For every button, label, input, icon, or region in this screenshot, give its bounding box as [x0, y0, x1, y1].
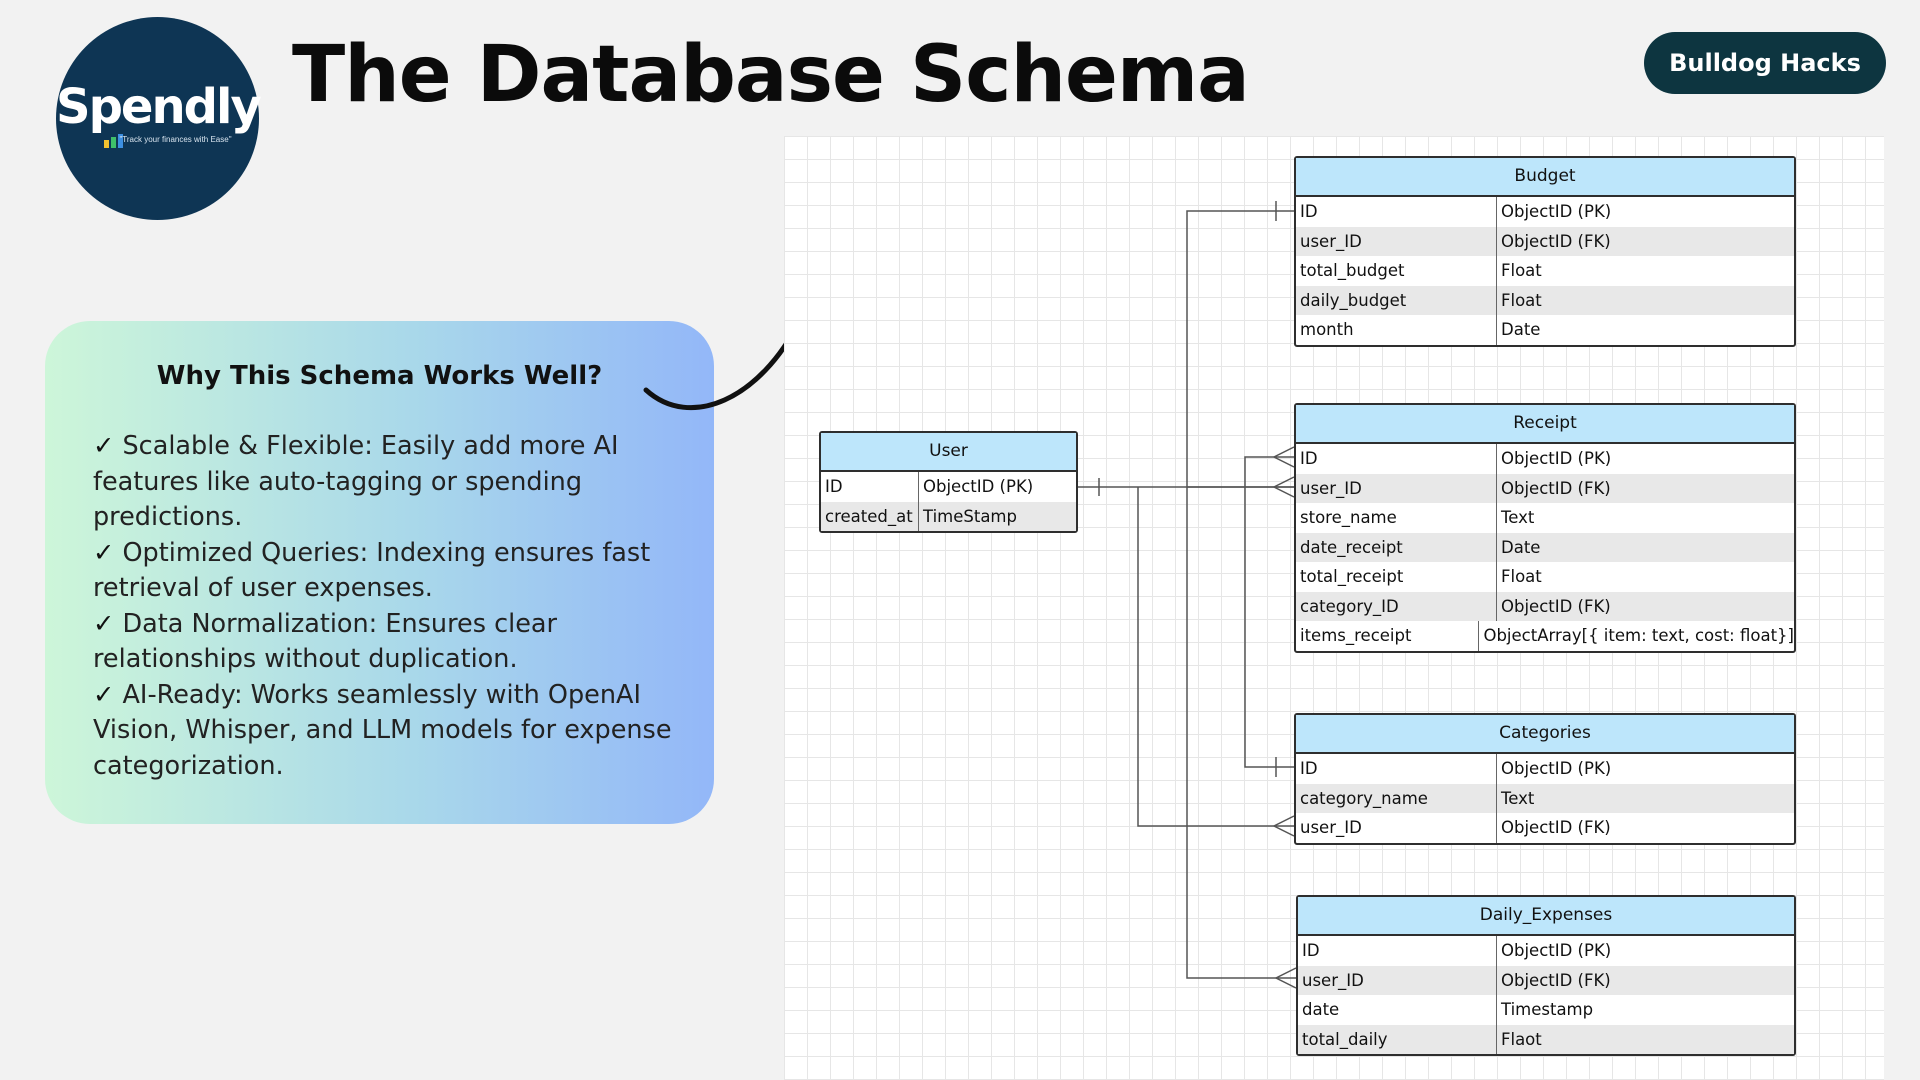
- field-type: ObjectID (PK): [1501, 759, 1612, 778]
- info-card-title: Why This Schema Works Well?: [156, 361, 603, 391]
- checkmark-icon: ✓: [93, 608, 115, 639]
- field-type: ObjectID (PK): [1501, 449, 1612, 468]
- field-type: Float: [1501, 567, 1542, 586]
- field-name: date_receipt: [1296, 532, 1497, 562]
- field-type: TimeStamp: [923, 506, 1017, 526]
- field-type: Float: [1501, 261, 1542, 280]
- field-type: ObjectID (FK): [1501, 478, 1611, 498]
- info-point: ✓ AI-Ready: Works seamlessly with OpenAI…: [93, 679, 672, 781]
- field-type: ObjectArray[{ item: text, cost: float}]: [1483, 626, 1794, 645]
- field-name: total_daily: [1298, 1024, 1497, 1054]
- field-type: ObjectID (PK): [1501, 202, 1612, 221]
- field-type: Flaot: [1501, 1029, 1542, 1049]
- entity-header: Categories: [1296, 715, 1794, 754]
- logo-wordmark: Spendly: [56, 79, 262, 135]
- info-point: ✓ Optimized Queries: Indexing ensures fa…: [93, 537, 651, 604]
- field-type: ObjectID (FK): [1501, 970, 1611, 990]
- field-name: category_ID: [1296, 591, 1497, 621]
- field-name: user_ID: [1296, 813, 1497, 843]
- entity-header: Budget: [1296, 158, 1794, 197]
- logo-tagline: "Track your finances with Ease": [119, 135, 232, 144]
- info-point: ✓ Scalable & Flexible: Easily add more A…: [93, 431, 619, 532]
- field-type: Timestamp: [1501, 1000, 1594, 1019]
- info-card: Why This Schema Works Well? ✓ Scalable &…: [45, 321, 714, 824]
- field-name: ID: [821, 472, 919, 502]
- field-name: ID: [1296, 754, 1497, 784]
- field-name: total_budget: [1296, 256, 1497, 286]
- field-name: user_ID: [1296, 226, 1497, 256]
- bulldog-hacks-badge[interactable]: Bulldog Hacks: [1644, 32, 1886, 94]
- field-type: Date: [1501, 320, 1541, 339]
- field-name: ID: [1296, 444, 1497, 474]
- field-name: ID: [1296, 197, 1497, 227]
- field-name: ID: [1298, 936, 1497, 966]
- spendly-logo: Spendly "Track your finances with Ease": [56, 17, 262, 220]
- field-type: Text: [1501, 508, 1535, 527]
- field-type: Date: [1501, 537, 1541, 557]
- info-point: ✓ Data Normalization: Ensures clear rela…: [93, 608, 558, 675]
- field-name: date: [1298, 995, 1497, 1025]
- checkmark-icon: ✓: [93, 679, 115, 710]
- checkmark-icon: ✓: [93, 431, 115, 461]
- field-type: ObjectID (PK): [1501, 941, 1612, 960]
- field-name: total_receipt: [1296, 562, 1497, 592]
- field-type: ObjectID (FK): [1501, 818, 1611, 837]
- field-name: items_receipt: [1296, 621, 1480, 651]
- field-name: category_name: [1296, 783, 1497, 813]
- field-type: ObjectID (FK): [1501, 596, 1611, 616]
- field-type: Text: [1501, 788, 1535, 808]
- entity-header: Daily_Expenses: [1298, 897, 1794, 936]
- field-name: month: [1296, 315, 1497, 345]
- entity-header: User: [821, 433, 1076, 472]
- field-name: user_ID: [1298, 965, 1497, 995]
- field-name: created_at: [821, 501, 919, 531]
- field-type: ObjectID (FK): [1501, 231, 1611, 251]
- field-type: ObjectID (PK): [923, 477, 1034, 496]
- field-name: store_name: [1296, 503, 1497, 533]
- page-title: The Database Schema: [292, 30, 1250, 120]
- field-name: daily_budget: [1296, 285, 1497, 315]
- field-name: user_ID: [1296, 473, 1497, 503]
- chart-bars-icon: [104, 134, 123, 148]
- checkmark-icon: ✓: [93, 537, 115, 568]
- entity-header: Receipt: [1296, 405, 1794, 444]
- field-type: Float: [1501, 290, 1542, 310]
- info-card-body: ✓ Scalable & Flexible: Easily add more A…: [93, 429, 684, 784]
